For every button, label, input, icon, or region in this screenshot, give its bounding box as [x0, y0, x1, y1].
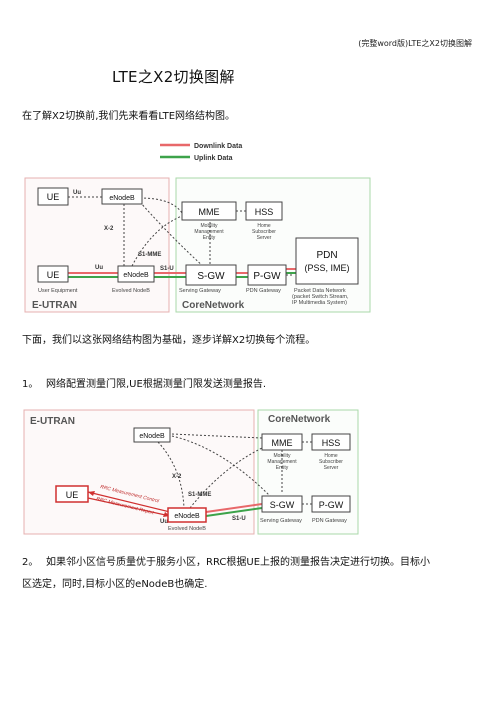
- enodeb-serving-box: [167, 507, 207, 523]
- enodeb-bottom-box: [117, 265, 155, 283]
- mme-caption-line3: Entity: [276, 465, 289, 471]
- mme-box: [261, 433, 303, 451]
- sgw-label: S-GW: [270, 500, 295, 510]
- x2-interface-label: X-2: [172, 474, 182, 480]
- uu-bottom-label: Uu: [95, 265, 103, 271]
- step1-number: 1。: [22, 379, 39, 390]
- hss-box: [311, 433, 351, 451]
- pdn-caption-line1: Packet Data Network: [294, 288, 346, 294]
- mme-box: [181, 201, 237, 221]
- s1mme-label: S1-MME: [188, 492, 211, 498]
- document-title: LTE之X2切换图解: [112, 68, 235, 86]
- enodeb-source-label: eNodeB: [139, 433, 165, 440]
- pgw-caption: PDN Gateway: [246, 288, 281, 294]
- enodeb-serving-label: eNodeB: [174, 513, 200, 520]
- enodeb-source-box: [133, 427, 171, 443]
- sgw-caption: Serving Gateway: [179, 288, 221, 294]
- hss-box: [245, 201, 283, 221]
- ue-top-label: UE: [47, 192, 60, 202]
- mme-label: MME: [199, 207, 220, 217]
- hss-caption-line2: Subscriber: [319, 459, 343, 465]
- document-header: (完整word版)LTE之X2切换图解: [358, 39, 472, 48]
- ue-bottom-box: [37, 265, 69, 283]
- pdn-caption-line3: IP Multimedia System): [292, 300, 347, 306]
- s1u-label: S1-U: [160, 266, 174, 272]
- pdn-sublabel: (PSS, IME): [304, 263, 349, 273]
- hss-caption-line3: Server: [257, 235, 272, 241]
- sgw-label: S-GW: [197, 271, 225, 282]
- pgw-box: [311, 495, 351, 513]
- hss-caption-line1: Home: [257, 223, 271, 229]
- eutran-label: E-UTRAN: [30, 416, 75, 427]
- mme-caption-line2: Management: [267, 459, 297, 465]
- pgw-box: [247, 264, 287, 286]
- hss-label: HSS: [255, 207, 274, 217]
- enodeb-caption: Evolved NodeB: [168, 526, 206, 532]
- mme-caption-line1: Mobility: [274, 453, 291, 459]
- below-figure1-paragraph: 下面，我们以这张网络结构图为基础，逐步详解X2切换每个流程。: [22, 335, 316, 346]
- sgw-caption: Serving Gateway: [260, 518, 302, 524]
- pgw-label: P-GW: [319, 500, 344, 510]
- step2-text-line1: 如果邻小区信号质量优于服务小区，RRC根据UE上报的测量报告决定进行切换。目标小: [46, 557, 431, 568]
- mme-caption-line3: Entity: [203, 235, 216, 241]
- hss-caption-line2: Subscriber: [252, 229, 276, 235]
- enodeb-bottom-label: eNodeB: [123, 272, 149, 279]
- pgw-caption: PDN Gateway: [312, 518, 347, 524]
- pdn-label: PDN: [316, 250, 337, 261]
- hss-caption-line1: Home: [324, 453, 338, 459]
- x2-interface-label: X-2: [104, 226, 114, 232]
- enodeb-top-box: [101, 188, 143, 205]
- ue-top-box: [37, 187, 69, 206]
- pgw-label: P-GW: [253, 271, 281, 282]
- ue-caption: User Equipment: [38, 288, 78, 294]
- s1u-label: S1-U: [232, 516, 246, 522]
- hss-label: HSS: [322, 438, 341, 448]
- pdn-box: [295, 237, 359, 285]
- sgw-box: [261, 495, 303, 513]
- enodeb-top-label: eNodeB: [109, 195, 135, 202]
- hss-caption-line3: Server: [324, 465, 339, 471]
- mme-label: MME: [272, 438, 293, 448]
- ue-box: [55, 485, 89, 503]
- core-network-region: [257, 409, 359, 535]
- ue-bottom-label: UE: [47, 270, 60, 280]
- uu-label: Uu: [160, 519, 168, 525]
- mme-caption-line1: Mobility: [201, 223, 218, 229]
- enodeb-caption: Evolved NodeB: [112, 288, 150, 294]
- intro-paragraph: 在了解X2切换前,我们先来看看LTE网络结构图。: [22, 111, 236, 122]
- mme-caption-line2: Management: [194, 229, 224, 235]
- pdn-caption-line2: (packet Switch Stream,: [292, 294, 349, 300]
- lte-network-diagram: Downlink Data Uplink Data E-UTRAN CoreNe…: [24, 143, 371, 313]
- sgw-box: [185, 264, 237, 286]
- x2-step1-diagram: E-UTRAN CoreNetwork X-2 S1-MME S1-U RRC …: [23, 409, 359, 535]
- eutran-label: E-UTRAN: [32, 300, 77, 311]
- step2-number: 2。: [22, 557, 39, 568]
- s1mme-label: S1-MME: [138, 252, 161, 258]
- core-network-label: CoreNetwork: [182, 300, 245, 311]
- legend-uplink-label: Uplink Data: [194, 155, 233, 162]
- uu-top-label: Uu: [73, 190, 81, 196]
- legend-downlink-label: Downlink Data: [194, 143, 242, 150]
- ue-label: UE: [66, 490, 79, 500]
- step1-text: 网络配置测量门限,UE根据测量门限发送测量报告.: [46, 379, 266, 390]
- core-network-label: CoreNetwork: [268, 414, 331, 425]
- step2-text-line2: 区选定，同时,目标小区的eNodeB也确定.: [22, 579, 208, 590]
